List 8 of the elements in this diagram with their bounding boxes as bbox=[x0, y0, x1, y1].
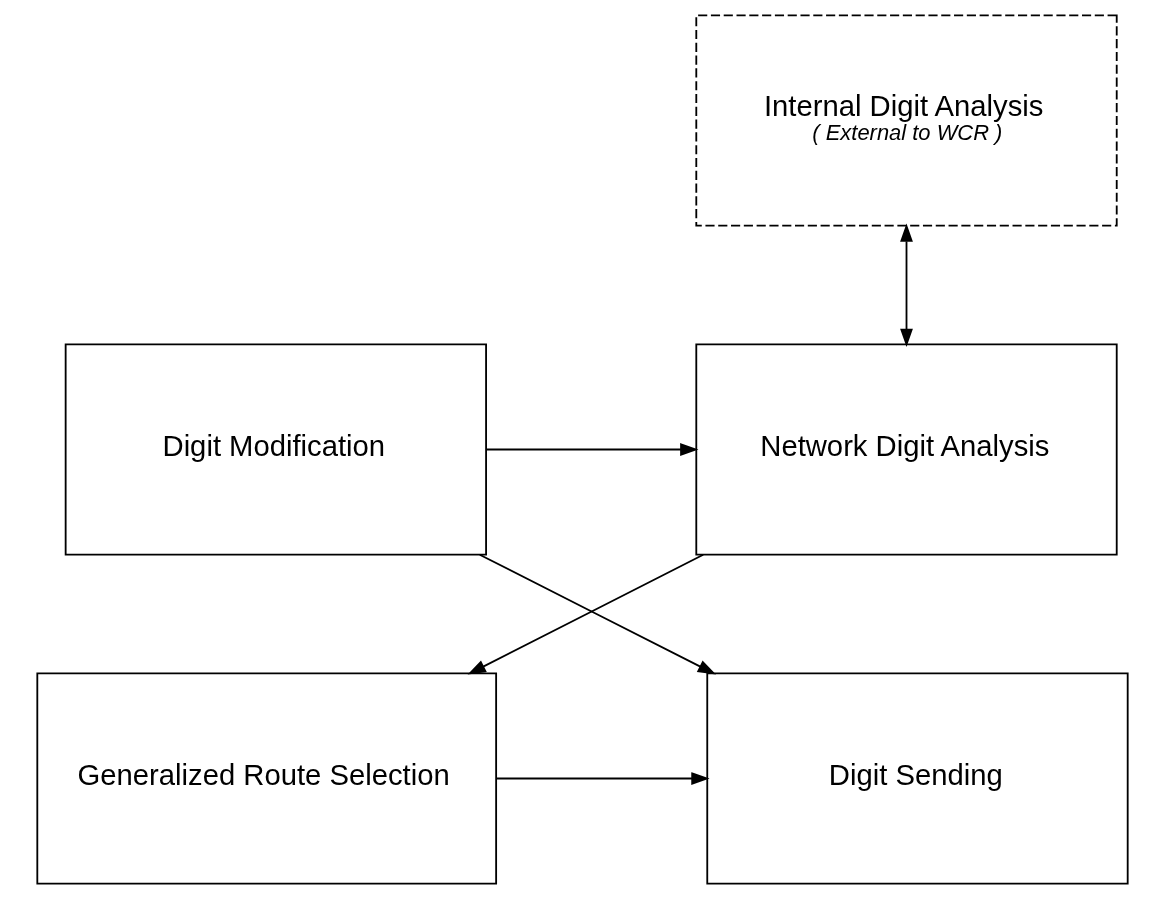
arrow bbox=[494, 772, 710, 785]
node-box: Generalized Route Selection bbox=[35, 672, 497, 885]
node-box: Digit Modification bbox=[64, 343, 487, 556]
node-box: Network Digit Analysis bbox=[694, 343, 1118, 556]
arrow bbox=[899, 223, 913, 348]
arrow bbox=[485, 443, 698, 456]
node-box: Digit Sending bbox=[705, 672, 1129, 885]
node-box: Internal Digit Analysis ( External to WCR ) bbox=[694, 14, 1118, 227]
